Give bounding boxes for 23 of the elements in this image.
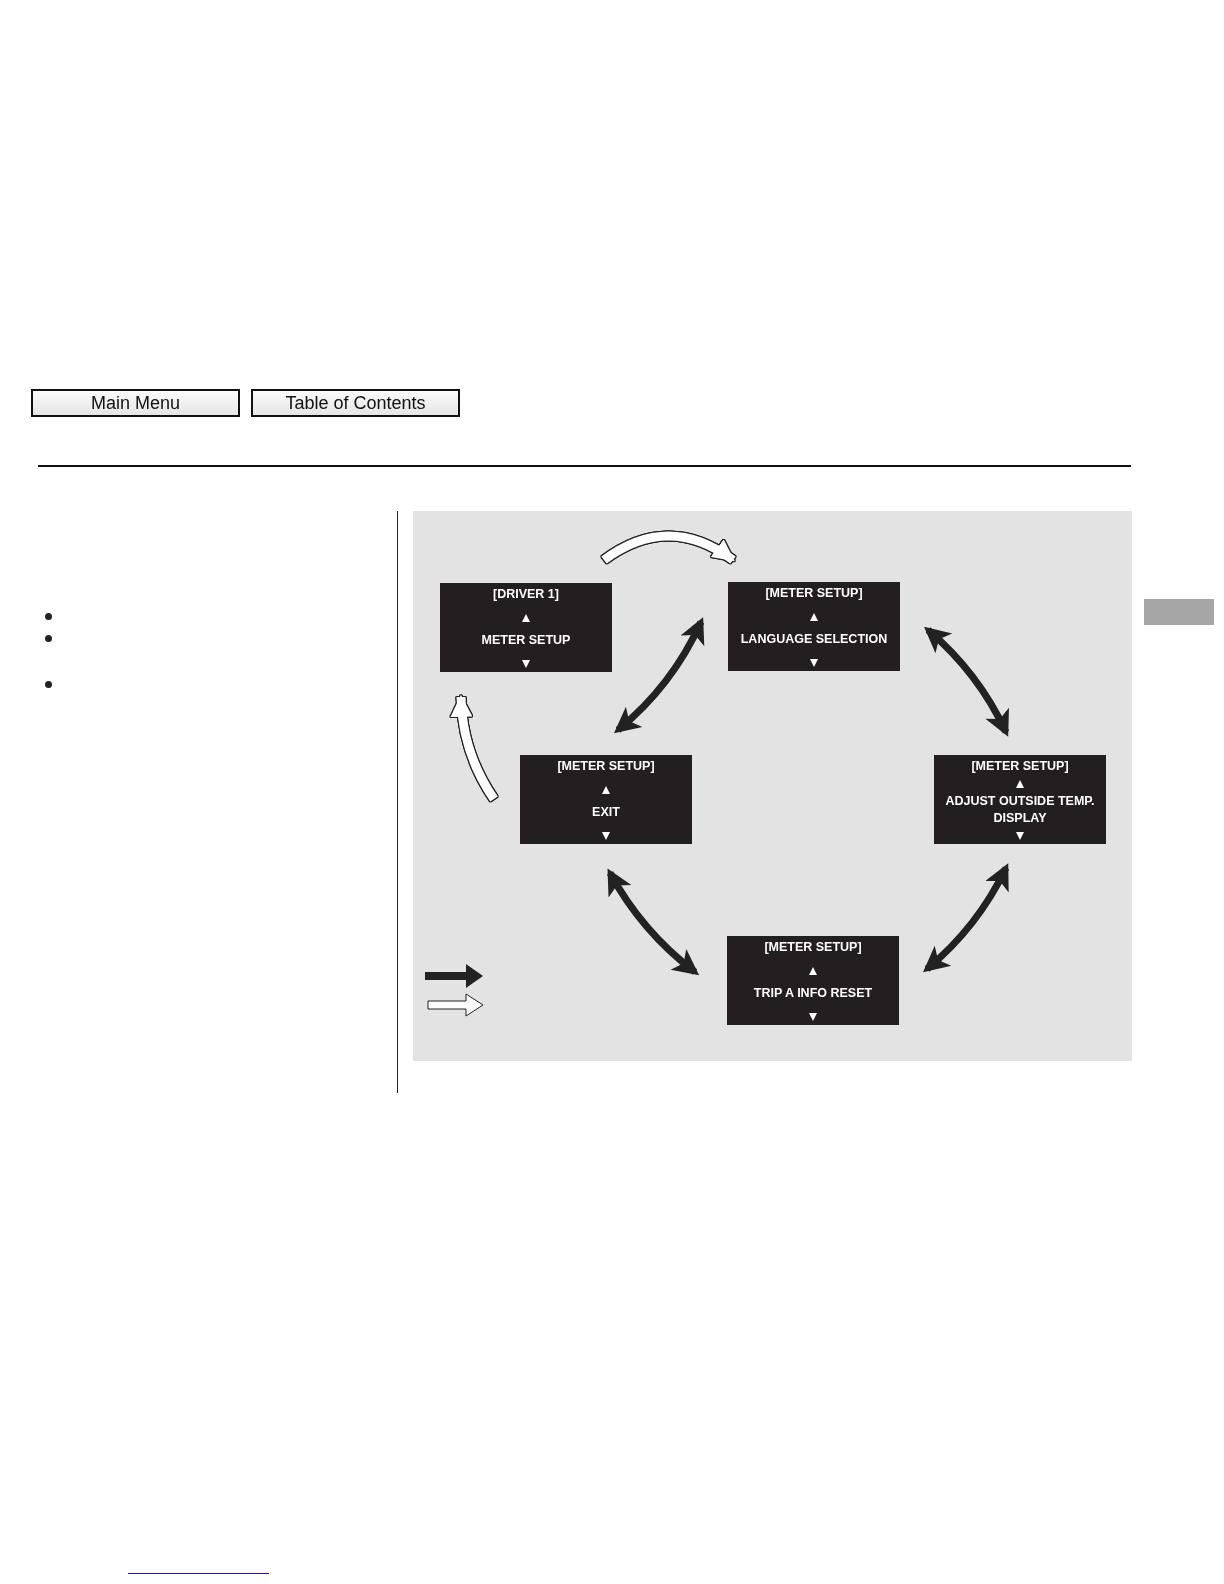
display-screen [520, 755, 692, 844]
screen-heading: [METER SETUP] [557, 758, 655, 775]
screen-text: EXIT [592, 804, 620, 822]
nav-button: Table of Contents [251, 389, 460, 417]
screen-text: LANGUAGE SELECTION [740, 631, 888, 649]
arrow [450, 694, 498, 802]
display-screen [728, 582, 900, 671]
arrow [606, 868, 700, 976]
display-screen [440, 583, 612, 672]
arrow [601, 531, 736, 564]
arrow [614, 617, 705, 734]
arrow [924, 626, 1010, 737]
screen-heading: [METER SETUP] [765, 585, 863, 602]
display-screen [934, 755, 1106, 844]
screen-text: METER SETUP [481, 632, 571, 650]
display-screen [727, 936, 899, 1025]
screen-heading: [METER SETUP] [764, 939, 862, 956]
arrow [923, 863, 1010, 973]
screen-text: TRIP A INFO RESET [753, 985, 873, 1003]
nav-button: Main Menu [31, 389, 240, 417]
screen-heading: [DRIVER 1] [493, 586, 559, 603]
screen-text: ADJUST OUTSIDE TEMP. DISPLAY [945, 793, 1095, 827]
screen-heading: [METER SETUP] [971, 758, 1069, 775]
